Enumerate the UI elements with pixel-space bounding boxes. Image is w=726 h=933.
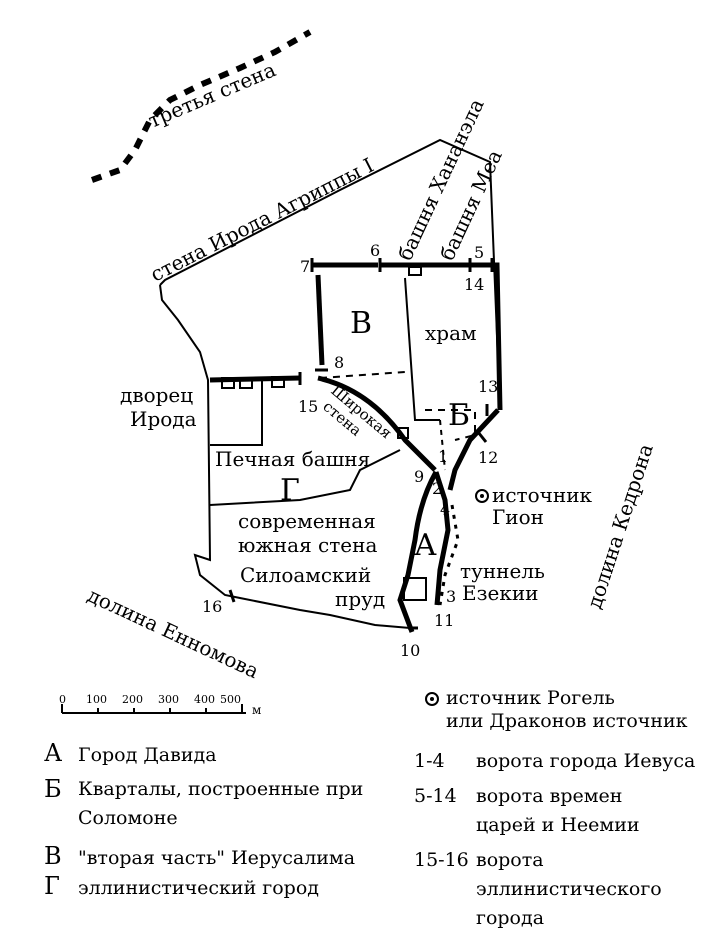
temple-lines [319, 277, 476, 606]
gate-13: 13 [478, 377, 498, 396]
third-wall-label: третья стена [145, 57, 280, 132]
scale-tick-200: 200 [122, 693, 143, 706]
gihon-spring-icon [475, 489, 489, 503]
third-wall-line [90, 29, 312, 183]
gihon-spring-label-2: Гион [492, 505, 544, 529]
rogel-spring-icon [425, 692, 439, 706]
area-v-label: В [350, 306, 372, 341]
area-g-label: Г [280, 473, 300, 508]
scale-tick-500: 500 [220, 693, 241, 706]
rogel-spring-label-1: источник Рогель [446, 687, 615, 709]
gate-6: 6 [370, 241, 380, 260]
siloam-pool-label-1: Силоамский [240, 563, 371, 587]
scale-tick-100: 100 [86, 693, 107, 706]
scale-tick-400: 400 [194, 693, 215, 706]
temple-label: храм [425, 321, 477, 345]
gihon-spring-label-1: источник [492, 483, 593, 507]
modern-south-wall-label-1: современная [238, 509, 376, 533]
scale-tick-0: 0 [59, 693, 66, 706]
heavy-walls [209, 262, 503, 633]
gate-11: 11 [434, 611, 454, 630]
scale-tick-300: 300 [158, 693, 179, 706]
scale-unit: м [252, 703, 261, 717]
gate-15: 15 [298, 397, 318, 416]
gate-4: 4 [440, 500, 450, 519]
jerusalem-walls-map: третья стена стена Ирода Агриппы I башня… [59, 29, 688, 732]
scale-bar: 0 100 200 300 400 500 м [59, 693, 261, 717]
hezekiah-tunnel-label-1: туннель [460, 559, 545, 583]
gate-12: 12 [478, 448, 498, 467]
gate-14: 14 [464, 275, 484, 294]
area-a-label: А [414, 528, 437, 563]
modern-south-wall-label-2: южная стена [238, 533, 377, 557]
kidron-valley-label: долина Кедрона [582, 441, 658, 612]
area-b-label: Б [448, 398, 470, 433]
gate-9: 9 [414, 467, 424, 486]
herod-palace-label-2: Ирода [130, 407, 197, 431]
gate-2: 2 [432, 479, 442, 498]
herod-palace-label-1: дворец [120, 383, 193, 407]
palace-towers [221, 266, 427, 601]
gate-8: 8 [334, 353, 344, 372]
gate-7: 7 [300, 257, 310, 276]
gate-1: 1 [438, 447, 448, 466]
outer-wall-line [159, 138, 501, 629]
rogel-spring-label-2: или Драконов источник [446, 710, 688, 732]
furnace-tower-label: Печная башня [215, 447, 370, 471]
siloam-pool-label-2: пруд [335, 587, 385, 611]
gate-5: 5 [474, 243, 484, 262]
gate-3: 3 [446, 587, 456, 606]
gate-10: 10 [400, 641, 420, 660]
hezekiah-tunnel-label-2: Езекии [462, 581, 539, 605]
gate-marks [228, 258, 494, 630]
gate-16: 16 [202, 597, 222, 616]
